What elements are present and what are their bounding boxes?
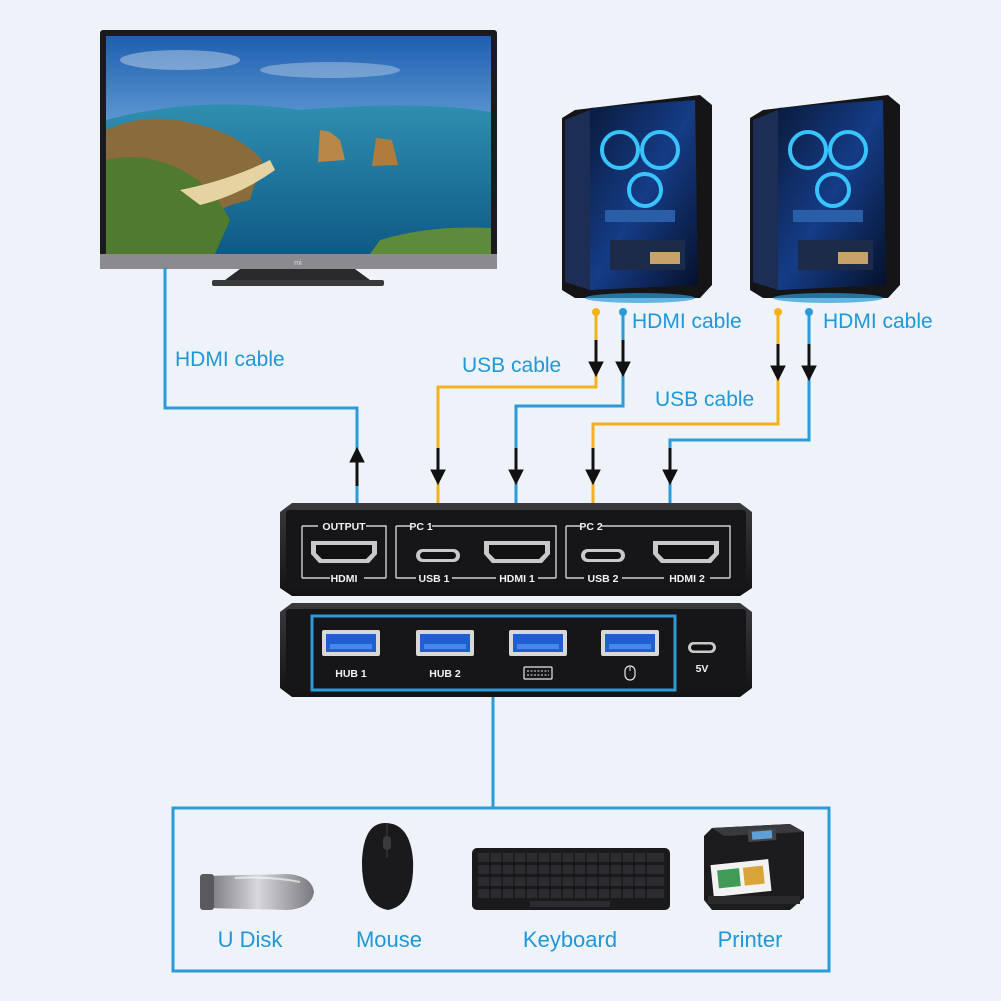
pc1-usb-cable-label: USB cable [462,354,561,377]
keyboard-usb-port[interactable] [509,630,567,656]
keyboard-icon [523,666,553,680]
pc2-hdmi-label: HDMI 2 [669,573,705,585]
pc1-hdmi-cable [514,312,625,505]
kvm-switch-front: OUTPUT HDMI PC 1 USB 1 HDMI 1 [280,503,752,596]
device-label-printer: Printer [718,927,783,952]
power-usb-c-port[interactable] [688,642,716,653]
kvm-switch-back: HUB 1 HUB 2 5V [280,603,752,697]
power-label: 5V [696,663,709,675]
mouse-icon [361,823,414,910]
pc2-header: PC 2 [579,521,603,533]
usb-drive-icon [200,874,314,910]
output-hdmi-port[interactable] [311,541,377,563]
arrow-down-icon [801,344,817,382]
pc2-usb-c-port[interactable] [581,549,625,562]
pc1-header: PC 1 [409,521,433,533]
hub1-label: HUB 1 [335,668,367,680]
pc1-usb-label: USB 1 [419,573,450,585]
usb-hub-highlight [310,614,677,692]
arrow-down-icon [615,340,631,378]
mouse-usb-port[interactable] [601,630,659,656]
arrow-down-icon [585,448,601,486]
printer-icon [704,824,804,910]
arrow-down-icon [770,344,786,382]
device-label-keyboard: Keyboard [523,927,617,952]
arrow-down-icon [662,448,678,486]
arrow-down-icon [430,448,446,486]
arrow-up-icon [349,446,365,486]
pc1-hdmi-cable-label: HDMI cable [632,310,742,333]
hub2-usb-port[interactable] [416,630,474,656]
tv-hdmi-cable [163,268,359,505]
output-group: OUTPUT HDMI [301,521,387,585]
peripherals-panel: U Disk Mouse [171,806,831,973]
hub2-label: HUB 2 [429,668,461,680]
pc1-hdmi-label: HDMI 1 [499,573,535,585]
arrows [349,340,817,486]
output-hdmi-label: HDMI [331,573,358,585]
arrow-down-icon [588,340,604,378]
pc1-hdmi-port[interactable] [484,541,550,563]
output-header: OUTPUT [322,521,366,533]
pc-1-tower [562,95,712,303]
tv-hdmi-cable-label: HDMI cable [175,348,285,371]
device-label-u-disk: U Disk [218,927,284,952]
pc2-usb-label: USB 2 [588,573,619,585]
pc-2-tower [750,95,900,303]
mouse-icon [624,665,636,681]
tv-screen [106,36,491,254]
pc2-hdmi-port[interactable] [653,541,719,563]
device-label-mouse: Mouse [356,927,422,952]
hub1-usb-port[interactable] [322,630,380,656]
keyboard-icon [472,848,670,910]
pc2-group: PC 2 USB 2 HDMI 2 [565,521,731,585]
tv-monitor: mi [100,30,497,286]
arrow-down-icon [508,448,524,486]
pc2-hdmi-cable-label: HDMI cable [823,310,933,333]
pc1-usb-c-port[interactable] [416,549,460,562]
svg-text:mi: mi [294,260,302,267]
pc2-usb-cable-label: USB cable [655,388,754,411]
pc1-group: PC 1 USB 1 HDMI 1 [395,521,557,585]
